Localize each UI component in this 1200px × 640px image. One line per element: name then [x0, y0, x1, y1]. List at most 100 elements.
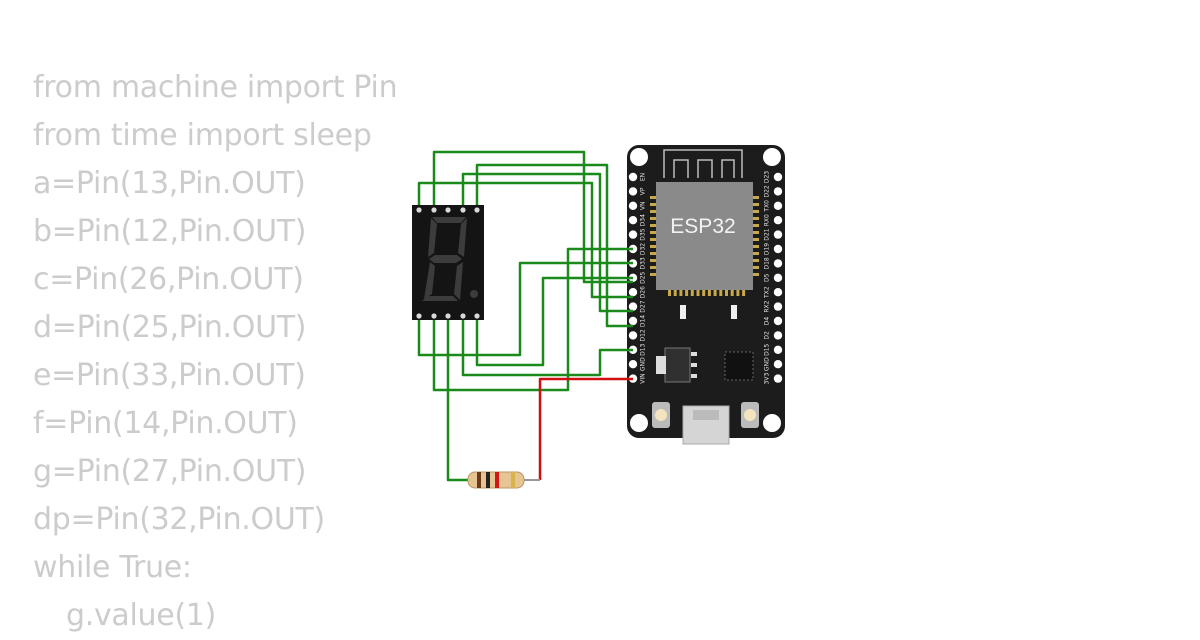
usb-chip	[724, 351, 754, 381]
module-pad	[650, 231, 658, 234]
pin-hole	[773, 302, 783, 311]
code-line: f=Pin(14,Pin.OUT)	[33, 406, 298, 441]
module-pad	[650, 273, 658, 276]
module-pad	[702, 288, 706, 296]
button-boot-cap	[744, 409, 756, 421]
module-pad	[751, 245, 759, 248]
pin-label: D19	[764, 243, 771, 255]
pin-label: D21	[764, 228, 771, 240]
wire-segment-e	[417, 261, 633, 357]
pin-hole	[773, 244, 783, 254]
pin-label: GND	[764, 357, 771, 371]
regulator-leg	[691, 363, 697, 367]
pin-hole	[773, 172, 783, 182]
pin-hole	[773, 316, 783, 326]
code-line: a=Pin(13,Pin.OUT)	[33, 166, 306, 201]
pin-label: D18	[764, 257, 771, 269]
module-pad	[679, 288, 683, 296]
module-pads	[650, 196, 759, 296]
module-pad	[673, 288, 677, 296]
wire-segment-d	[432, 247, 633, 392]
module-pad	[725, 288, 728, 296]
pin-label: EN	[640, 173, 647, 181]
wire-segment-c	[461, 318, 633, 377]
pin-label: D35	[640, 228, 647, 240]
module-pad	[650, 238, 658, 241]
segment-c	[454, 262, 463, 300]
esp32-board: ESP32 ENVPVND34D35D32D33D25D26D27D14D12D…	[627, 145, 785, 445]
smd-component	[731, 305, 737, 319]
pin-hole	[628, 172, 638, 182]
pin-label: D34	[640, 214, 647, 226]
pin-label: TX2	[764, 286, 771, 299]
antenna-trace	[663, 149, 743, 178]
pin-label: 3V3	[764, 373, 771, 385]
display-pins	[416, 207, 480, 319]
code-line: g=Pin(27,Pin.OUT)	[33, 454, 307, 489]
segment-e	[424, 262, 435, 299]
wire-segment-g	[417, 181, 633, 299]
seven-segment-display	[412, 205, 484, 320]
module-pad	[685, 288, 689, 296]
pin-hole	[773, 273, 783, 282]
module-pad	[751, 224, 759, 227]
pin-hole	[628, 216, 638, 225]
code-line: d=Pin(25,Pin.OUT)	[33, 310, 307, 345]
segment-dp	[470, 290, 478, 298]
voltage-regulator	[664, 347, 691, 383]
module-pad	[751, 203, 759, 206]
pin-hole	[628, 331, 638, 340]
wire-power	[538, 377, 633, 480]
segment-g	[429, 255, 462, 263]
code-line: e=Pin(33,Pin.OUT)	[33, 358, 306, 393]
display-segments	[422, 217, 478, 301]
resistor-band	[477, 472, 481, 488]
module-pad	[751, 273, 759, 276]
resistor-band	[511, 472, 515, 488]
resistor	[467, 471, 540, 489]
module-pad	[742, 288, 746, 296]
segment-b	[458, 218, 467, 257]
pin-hole	[773, 230, 783, 239]
module-pad	[650, 252, 658, 255]
pin-label: TX0	[764, 200, 771, 213]
code-line: g.value(1)	[66, 598, 217, 633]
module-pad	[751, 231, 759, 234]
pin-hole	[628, 288, 638, 297]
pin-label: D12	[640, 329, 647, 341]
pin-hole	[773, 187, 783, 196]
pin-labels-left: ENVPVND34D35D32D33D25D26D27D14D12D13GNDV…	[640, 173, 647, 384]
pin-label: D14	[640, 315, 647, 327]
pin-label: D5	[764, 273, 771, 282]
smd-component	[680, 305, 686, 319]
pin-label: D33	[640, 257, 647, 269]
module-pad	[650, 259, 658, 262]
pin-label: D15	[764, 343, 771, 355]
pin-label: VIN	[640, 373, 647, 383]
pin-hole	[628, 201, 638, 210]
regulator-leg	[691, 352, 697, 356]
pin-hole	[628, 316, 638, 326]
module-pad	[751, 252, 759, 255]
pin-label: D22	[764, 185, 771, 197]
mount-hole	[630, 148, 648, 166]
pin-labels-right: D23D22TX0RX0D21D19D18D5TX2RX2D4D2D15GND3…	[764, 171, 771, 385]
module-pad	[668, 288, 671, 296]
module-pad	[650, 203, 658, 206]
module-pad	[730, 288, 734, 296]
wire-segment-b	[475, 163, 633, 328]
module-pad	[751, 217, 759, 220]
wire-segment-dp	[475, 276, 633, 367]
module-pad	[650, 210, 658, 213]
pin-label: D23	[764, 171, 771, 183]
pin-label: D13	[640, 343, 647, 355]
usb-port-opening	[693, 410, 719, 420]
module-pad	[751, 210, 759, 213]
pin-label: D2	[764, 331, 771, 340]
code-line: from time import sleep	[33, 118, 372, 153]
segment-f	[428, 218, 437, 257]
board-label: ESP32	[670, 215, 735, 238]
pin-header-right	[773, 172, 783, 383]
pin-hole	[628, 230, 638, 239]
